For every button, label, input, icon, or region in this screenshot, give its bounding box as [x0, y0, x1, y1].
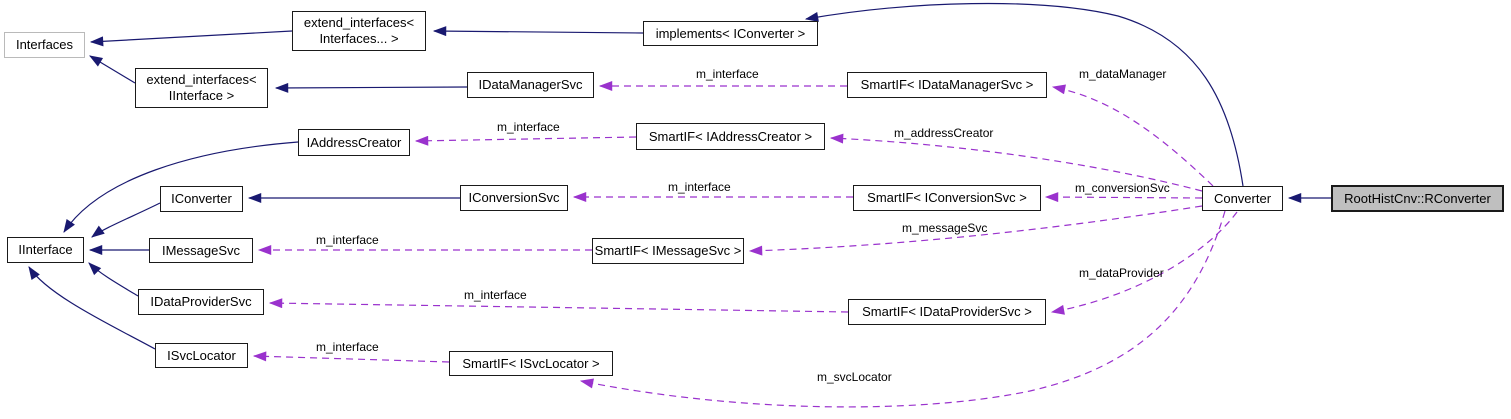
edge-iconverter-to-iinterface	[91, 202, 161, 238]
edge-label-m-dataprovider: m_dataProvider	[1079, 266, 1164, 280]
node-extend-interfaces-iinterface[interactable]: extend_interfaces< IInterface >	[135, 68, 268, 108]
node-roothistcnv-rconverter: RootHistCnv::RConverter	[1331, 185, 1504, 212]
edge-implements-to-extend-variadic	[432, 26, 644, 37]
edge-label-m-interface-conversionsvc: m_interface	[668, 180, 731, 194]
edge-label-m-interface-dataprovider: m_interface	[464, 288, 527, 302]
node-iaddresscreator[interactable]: IAddressCreator	[298, 129, 410, 156]
edge-iaddresscreator-to-iinterface	[63, 141, 299, 233]
edge-m-interface-dataprovider	[268, 298, 849, 313]
edge-idataprovidersvc-to-iinterface	[88, 262, 139, 297]
edge-label-m-interface-addresscreator: m_interface	[497, 120, 560, 134]
node-isvclocator[interactable]: ISvcLocator	[155, 343, 248, 368]
node-converter[interactable]: Converter	[1202, 186, 1283, 211]
edge-label-m-conversionsvc: m_conversionSvc	[1075, 181, 1170, 195]
node-extend-interfaces-variadic[interactable]: extend_interfaces< Interfaces... >	[292, 11, 426, 51]
edge-m-dataprovider	[1050, 211, 1238, 315]
edge-m-svclocator	[579, 210, 1226, 408]
edge-m-conversionsvc	[1044, 192, 1203, 203]
edge-m-datamanager	[1051, 84, 1214, 187]
node-idatamanagersvc[interactable]: IDataManagerSvc	[467, 72, 594, 98]
edge-idatamanagersvc-to-extend-iinterface	[274, 82, 468, 93]
edge-label-m-interface-svclocator: m_interface	[316, 340, 379, 354]
edge-extend-variadic-to-interfaces	[89, 30, 293, 47]
node-smartif-iaddresscreator[interactable]: SmartIF< IAddressCreator >	[636, 123, 825, 150]
edge-m-messagesvc	[748, 205, 1203, 256]
edge-isvclocator-to-iinterface	[28, 266, 156, 350]
node-iinterface[interactable]: IInterface	[7, 237, 84, 263]
node-smartif-iconversionsvc[interactable]: SmartIF< IConversionSvc >	[853, 185, 1041, 211]
node-smartif-idataprovidersvc[interactable]: SmartIF< IDataProviderSvc >	[848, 299, 1046, 325]
node-implements-iconverter[interactable]: implements< IConverter >	[643, 21, 818, 46]
edge-label-m-datamanager: m_dataManager	[1079, 67, 1167, 81]
node-smartif-isvclocator[interactable]: SmartIF< ISvcLocator >	[449, 351, 613, 376]
edge-label-m-addresscreator: m_addressCreator	[894, 126, 994, 140]
edge-m-addresscreator	[829, 133, 1203, 192]
node-interfaces[interactable]: Interfaces	[4, 32, 85, 58]
edge-label-m-messagesvc: m_messageSvc	[902, 221, 988, 235]
node-idataprovidersvc[interactable]: IDataProviderSvc	[138, 289, 264, 315]
node-iconversionsvc[interactable]: IConversionSvc	[460, 185, 568, 211]
node-iconverter[interactable]: IConverter	[160, 186, 243, 212]
edge-m-interface-addresscreator	[414, 135, 637, 146]
edge-extend-iinterface-to-interfaces	[89, 55, 136, 84]
edge-converter-to-implements	[804, 2, 1244, 187]
edge-m-interface-svclocator	[252, 351, 450, 363]
edge-label-m-interface-datamanager: m_interface	[696, 67, 759, 81]
edge-label-m-interface-messagesvc: m_interface	[316, 233, 379, 247]
node-smartif-imessagesvc[interactable]: SmartIF< IMessageSvc >	[592, 238, 744, 264]
node-imessagesvc[interactable]: IMessageSvc	[149, 238, 253, 263]
edge-label-m-svclocator: m_svcLocator	[817, 370, 892, 384]
node-smartif-idatamanagersvc[interactable]: SmartIF< IDataManagerSvc >	[847, 72, 1047, 98]
